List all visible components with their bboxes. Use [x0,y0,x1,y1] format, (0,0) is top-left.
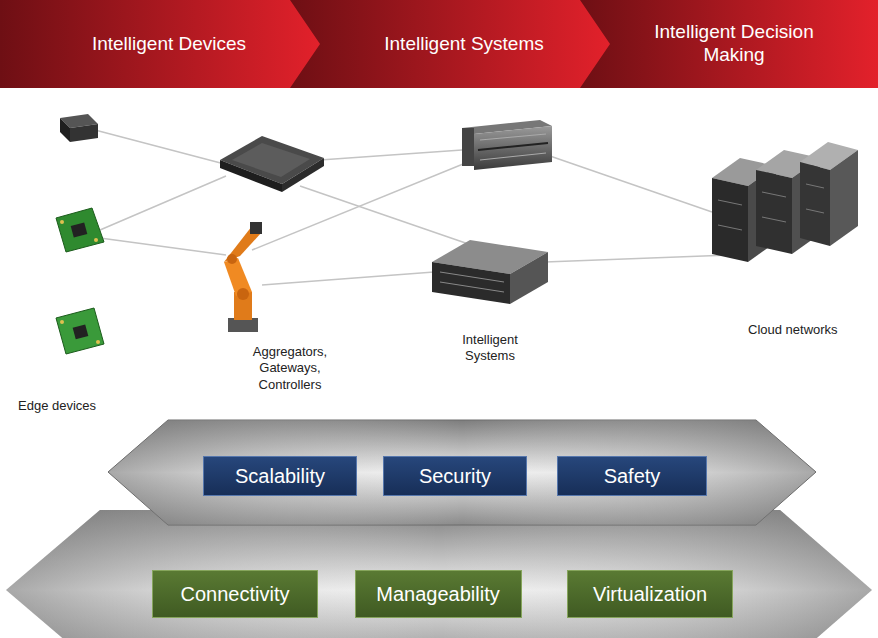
device-caption: Intelligent Systems [440,332,540,365]
stage-title: Intelligent Systems [384,33,543,56]
capability-label: Scalability [235,464,325,488]
capability-box: Virtualization [567,570,733,618]
box-fill [153,571,318,618]
capability-label: Virtualization [593,582,707,606]
capability-label: Security [419,464,491,488]
capability-box: Connectivity [152,570,318,618]
capability-box: Safety [557,456,707,496]
server [432,240,548,304]
rack-switch [462,120,552,170]
device-caption: Aggregators, Gateways, Controllers [240,344,340,393]
box-fill [568,571,733,618]
chevron-fill [580,0,878,88]
chevron-fill [0,0,322,88]
stage-chevron: Intelligent Devices [0,0,322,88]
box-fill [355,571,521,618]
stage-chevron: Intelligent Systems [290,0,612,88]
capability-label: Safety [604,464,661,488]
wires [95,130,730,285]
stage-chevron: Intelligent Decision Making [580,0,878,88]
device-caption: Edge devices [18,398,138,414]
stage-title: Intelligent Decision Making [644,21,824,67]
capability-band [108,420,816,525]
sensor-device [60,114,98,142]
gateway-router [220,136,324,192]
box-fill [384,457,527,496]
capability-box: Security [383,456,527,496]
box-fill [558,457,707,496]
device-caption: Cloud networks [748,322,868,338]
capability-box: Scalability [203,456,357,496]
capability-box: Manageability [355,570,522,618]
edge-board [56,208,104,252]
cloud-datacenter [712,142,858,262]
capability-band [6,510,872,638]
capability-label: Connectivity [181,582,290,606]
robot-arm [224,222,262,332]
chevron-fill [290,0,612,88]
capability-label: Manageability [376,582,499,606]
stage-title: Intelligent Devices [92,33,246,56]
edge-board [56,308,104,354]
box-fill [204,457,357,496]
